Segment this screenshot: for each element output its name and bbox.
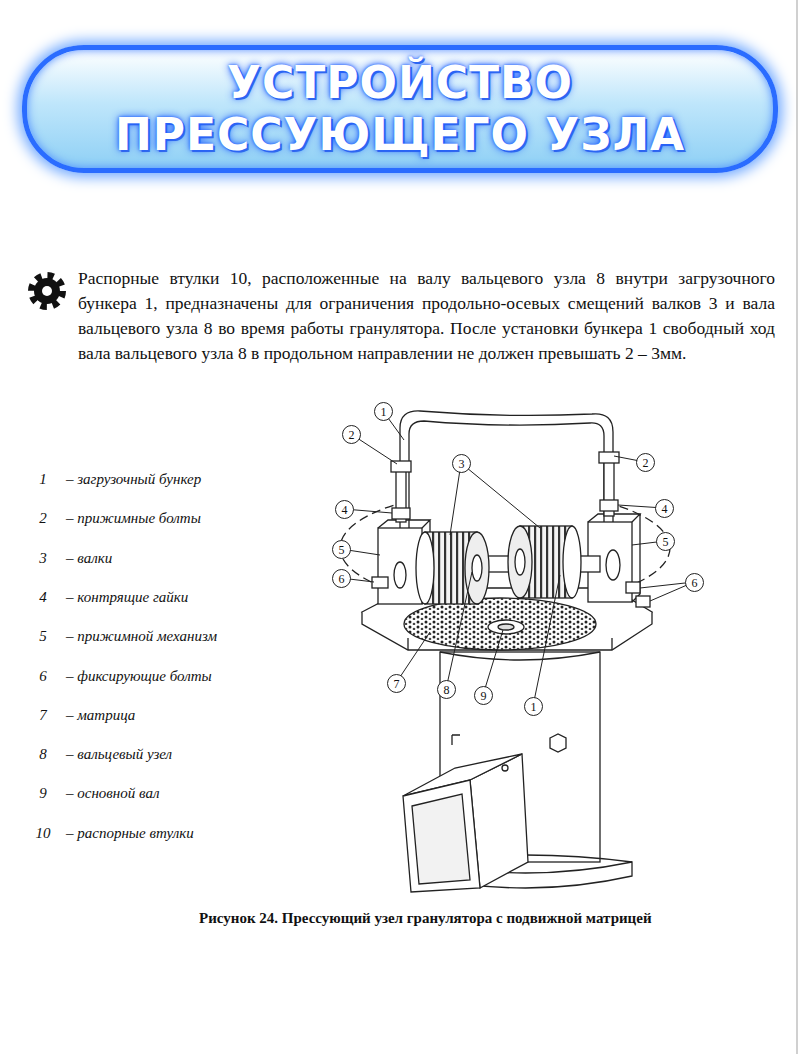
callout-number: 1: [531, 701, 537, 713]
legend-number: 2: [30, 508, 56, 528]
legend-number: 7: [30, 705, 56, 725]
callout-circle: 4: [335, 500, 354, 519]
legend-text: – вальцевый узел: [66, 744, 172, 764]
legend-number: 10: [30, 823, 56, 843]
callout-number: 5: [339, 544, 345, 556]
callout-number: 9: [481, 690, 487, 702]
callout-number: 5: [663, 536, 669, 548]
banner-title: УСТРОЙСТВО ПРЕССУЮЩЕГО УЗЛА: [100, 57, 700, 161]
callout-number: 3: [459, 458, 465, 470]
legend-text: – матрица: [66, 705, 135, 725]
legend-text: – основной вал: [66, 783, 160, 803]
legend-text: – фиксирующие болты: [66, 666, 212, 686]
legend-text: – прижимные болты: [66, 508, 201, 528]
page-edge: [796, 0, 798, 1054]
legend-text: – загрузочный бункер: [66, 469, 201, 489]
figure-caption: Рисунок 24. Прессующий узел гранулятора …: [199, 908, 652, 928]
legend-text: – валки: [66, 548, 112, 568]
callout-circle: 2: [342, 425, 361, 444]
drawing: [340, 411, 670, 892]
callout-circle: 6: [332, 569, 351, 588]
callout-number: 6: [692, 577, 698, 589]
callout-number: 7: [394, 678, 400, 690]
callout-circle: 8: [437, 680, 456, 699]
callout-number: 6: [339, 573, 345, 585]
callout-circle: 2: [636, 453, 655, 472]
callout-circle: 1: [524, 697, 543, 716]
gear-icon: [26, 270, 68, 312]
legend-number: 5: [30, 626, 56, 646]
legend-number: 8: [30, 744, 56, 764]
callout-number: 8: [444, 684, 450, 696]
callout-number: 2: [349, 429, 355, 441]
legend-number: 1: [30, 469, 56, 489]
callout-circle: 5: [332, 540, 351, 559]
callout-circle: 5: [656, 532, 675, 551]
callout-number: 4: [342, 504, 348, 516]
legend-text: – контрящие гайки: [66, 587, 188, 607]
callout-number: 4: [662, 503, 668, 515]
legend-text: – прижимной механизм: [66, 626, 217, 646]
legend-number: 6: [30, 666, 56, 686]
legend-text: – распорные втулки: [66, 823, 194, 843]
callout-circle: 9: [474, 686, 493, 705]
callout-circle: 4: [655, 499, 674, 518]
legend-number: 3: [30, 548, 56, 568]
callout-circle: 3: [452, 454, 471, 473]
callout-circle: 7: [387, 674, 406, 693]
leader-lines: [341, 411, 694, 706]
callout-circle: 6: [685, 573, 704, 592]
legend-number: 9: [30, 783, 56, 803]
note-paragraph: Распорные втулки 10, расположенные на ва…: [78, 266, 775, 366]
callout-circle: 1: [374, 402, 393, 421]
legend-number: 4: [30, 587, 56, 607]
callout-number: 2: [643, 457, 649, 469]
callout-number: 1: [381, 406, 387, 418]
